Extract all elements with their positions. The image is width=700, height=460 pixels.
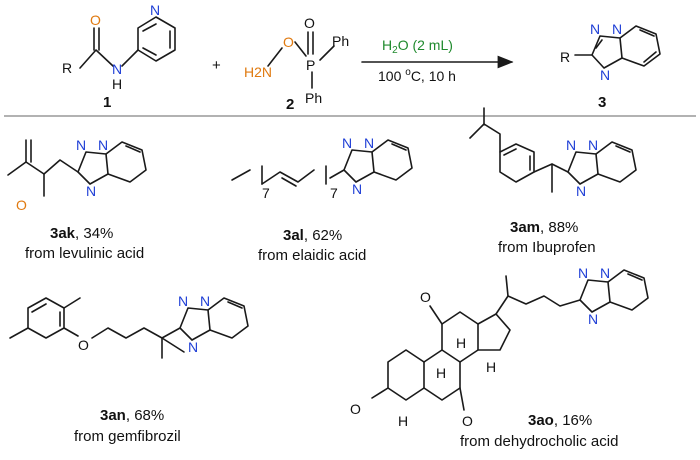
compound-3an-source: from gemfibrozil bbox=[74, 428, 181, 445]
hydroxylamine-oxygen: O bbox=[283, 34, 294, 50]
triazole-n1: N bbox=[178, 293, 188, 309]
plus-sign: + bbox=[212, 57, 221, 74]
triazole-n1: N bbox=[342, 135, 352, 151]
triazole-n3: N bbox=[352, 181, 362, 197]
compound-3al-source: from elaidic acid bbox=[258, 247, 366, 264]
amide-nitrogen: N bbox=[112, 61, 122, 77]
compound-number-2: 2 bbox=[286, 96, 294, 113]
pyridine-nitrogen: N bbox=[150, 2, 160, 18]
triazole-n3: N bbox=[86, 183, 96, 199]
ketone-oxygen: O bbox=[16, 197, 27, 213]
reactant-1-structure: R O N H N bbox=[62, 2, 176, 92]
compound-3ao-structure: O O O H H H H N N N bbox=[350, 265, 649, 429]
triazole-n2: N bbox=[600, 265, 610, 281]
product-nitrogen-2: N bbox=[612, 21, 622, 37]
triazole-n1: N bbox=[566, 137, 576, 153]
compound-3ak-caption: 3ak, 34% bbox=[50, 225, 113, 242]
product-nitrogen-1: N bbox=[590, 21, 600, 37]
compound-3ao-caption: 3ao, 16% bbox=[528, 412, 592, 429]
compound-3ak-structure: O N N N bbox=[7, 137, 147, 213]
compound-3al-caption: 3al, 62% bbox=[283, 227, 342, 244]
phenyl-label-2: Ph bbox=[305, 90, 322, 106]
chain-subscript-2: 7 bbox=[330, 185, 338, 201]
carbonyl-oxygen: O bbox=[90, 12, 101, 28]
solvent-condition: H2O (2 mL) bbox=[382, 37, 453, 56]
stereo-hydrogen-3: H bbox=[456, 335, 466, 351]
triazole-n2: N bbox=[98, 137, 108, 153]
compound-number-3: 3 bbox=[598, 94, 606, 111]
compound-3an-structure: O N N N bbox=[9, 293, 249, 359]
ketone-oxygen-2: O bbox=[462, 413, 473, 429]
phosphoryl-oxygen: O bbox=[304, 15, 315, 31]
compound-number-1: 1 bbox=[103, 94, 111, 111]
phenyl-label-1: Ph bbox=[332, 33, 349, 49]
ketone-oxygen-3: O bbox=[420, 289, 431, 305]
compound-3am-source: from Ibuprofen bbox=[498, 239, 596, 256]
triazole-n3: N bbox=[576, 183, 586, 199]
r-group-label: R bbox=[62, 60, 72, 76]
reactant-2-structure: H2N O P O Ph Ph bbox=[244, 15, 349, 106]
triazole-n3: N bbox=[588, 311, 598, 327]
phosphorus-atom: P bbox=[306, 57, 315, 73]
ketone-oxygen-1: O bbox=[350, 401, 361, 417]
product-r-group: R bbox=[560, 49, 570, 65]
triazole-n1: N bbox=[76, 137, 86, 153]
ether-oxygen: O bbox=[78, 337, 89, 353]
stereo-hydrogen-1: H bbox=[398, 413, 408, 429]
stereo-hydrogen-4: H bbox=[486, 359, 496, 375]
compound-3ao-source: from dehydrocholic acid bbox=[460, 433, 618, 450]
compound-3am-structure: N N N bbox=[469, 107, 637, 199]
compound-3an-caption: 3an, 68% bbox=[100, 407, 164, 424]
triazole-n3: N bbox=[188, 339, 198, 355]
product-nitrogen-3: N bbox=[600, 67, 610, 83]
stereo-hydrogen-2: H bbox=[436, 365, 446, 381]
product-3-structure: R N N N bbox=[560, 21, 661, 83]
amide-hydrogen: H bbox=[112, 76, 122, 92]
compound-3ak-source: from levulinic acid bbox=[25, 245, 144, 262]
temperature-condition: 100 oC, 10 h bbox=[378, 67, 456, 84]
compound-3al-structure: 7 7 N N N bbox=[231, 135, 413, 201]
triazole-n2: N bbox=[588, 137, 598, 153]
amine-label: H2N bbox=[244, 64, 272, 80]
triazole-n1: N bbox=[578, 265, 588, 281]
compound-3am-caption: 3am, 88% bbox=[510, 219, 578, 236]
triazole-n2: N bbox=[200, 293, 210, 309]
triazole-n2: N bbox=[364, 135, 374, 151]
chain-subscript-1: 7 bbox=[262, 185, 270, 201]
